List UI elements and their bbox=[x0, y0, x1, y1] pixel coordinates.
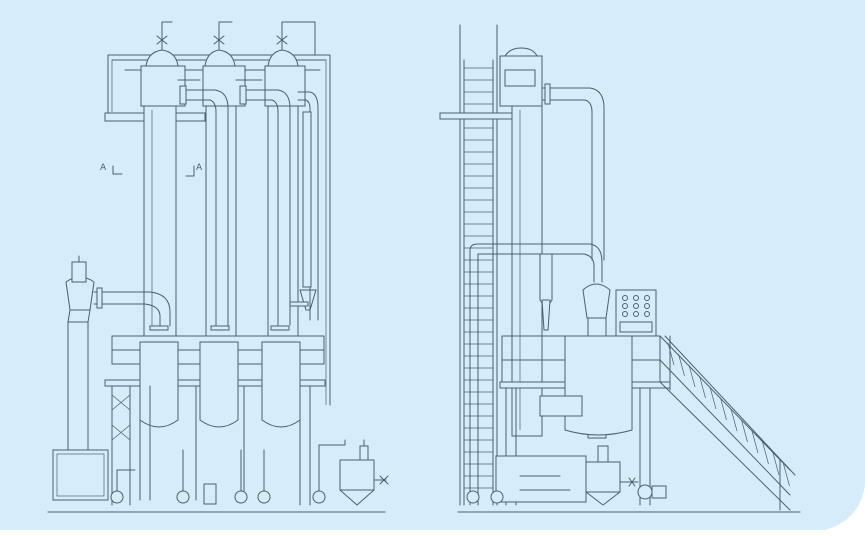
left-evaporator-unit bbox=[47, 21, 389, 513]
panel-button bbox=[622, 295, 628, 301]
panel-button bbox=[622, 311, 628, 317]
stair-tread bbox=[667, 342, 675, 366]
stair-tread bbox=[772, 452, 780, 476]
stair-tread bbox=[688, 364, 696, 388]
panel-button bbox=[633, 303, 639, 309]
stair-tread bbox=[741, 419, 748, 443]
panel-button bbox=[633, 311, 639, 317]
stair-treads bbox=[667, 342, 790, 487]
panel-button bbox=[644, 303, 650, 309]
stair-tread bbox=[709, 386, 717, 410]
stair-tread bbox=[699, 375, 706, 399]
stair-tread bbox=[730, 408, 738, 432]
control-panel-buttons bbox=[622, 295, 650, 317]
right-evaporator-unit bbox=[439, 24, 801, 513]
panel-button bbox=[644, 295, 650, 301]
panel-button bbox=[644, 311, 650, 317]
section-label-left: A bbox=[100, 163, 107, 173]
section-markers: A A bbox=[100, 163, 203, 177]
stair-tread bbox=[762, 441, 769, 465]
stair-tread bbox=[720, 397, 727, 421]
panel-button bbox=[633, 295, 639, 301]
panel-button bbox=[622, 303, 628, 309]
stair-tread bbox=[751, 430, 759, 454]
stair-tread bbox=[783, 463, 790, 487]
section-label-right: A bbox=[196, 163, 203, 173]
stair-tread bbox=[678, 353, 685, 377]
